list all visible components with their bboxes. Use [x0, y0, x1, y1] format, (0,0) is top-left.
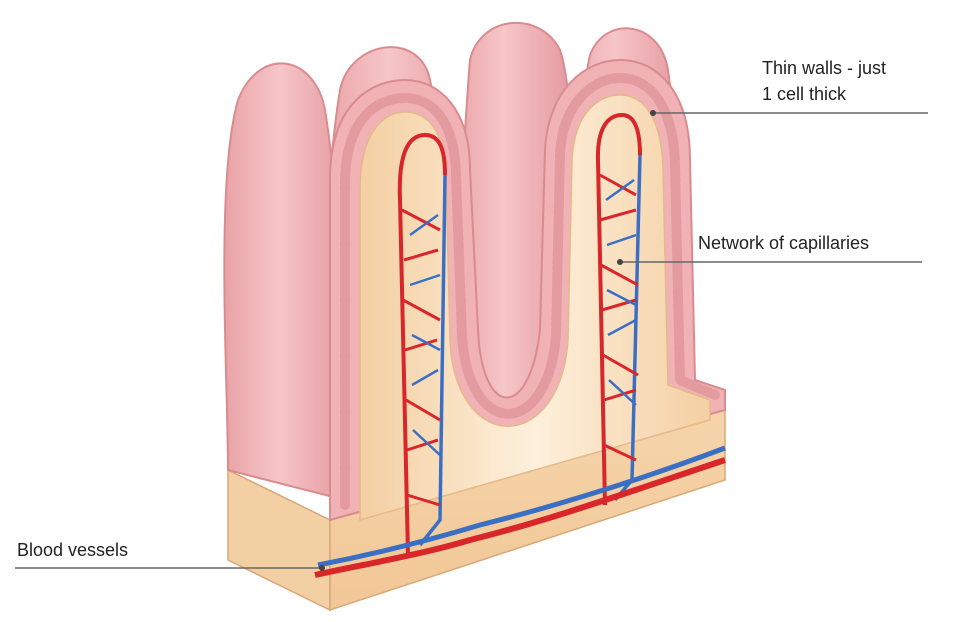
label-blood-vessels: Blood vessels: [15, 540, 325, 571]
front-villi: [329, 58, 726, 522]
base-blood-vessels: [314, 445, 726, 578]
thin-walls-line1: Thin walls - just: [762, 58, 886, 78]
capillary-network-left: [397, 132, 447, 556]
thin-walls-line2: 1 cell thick: [762, 84, 847, 104]
label-capillaries: Network of capillaries: [617, 233, 922, 265]
blood-vessels-label: Blood vessels: [17, 540, 128, 560]
capillaries-label: Network of capillaries: [698, 233, 869, 253]
label-thin-walls: Thin walls - just 1 cell thick: [650, 58, 928, 116]
